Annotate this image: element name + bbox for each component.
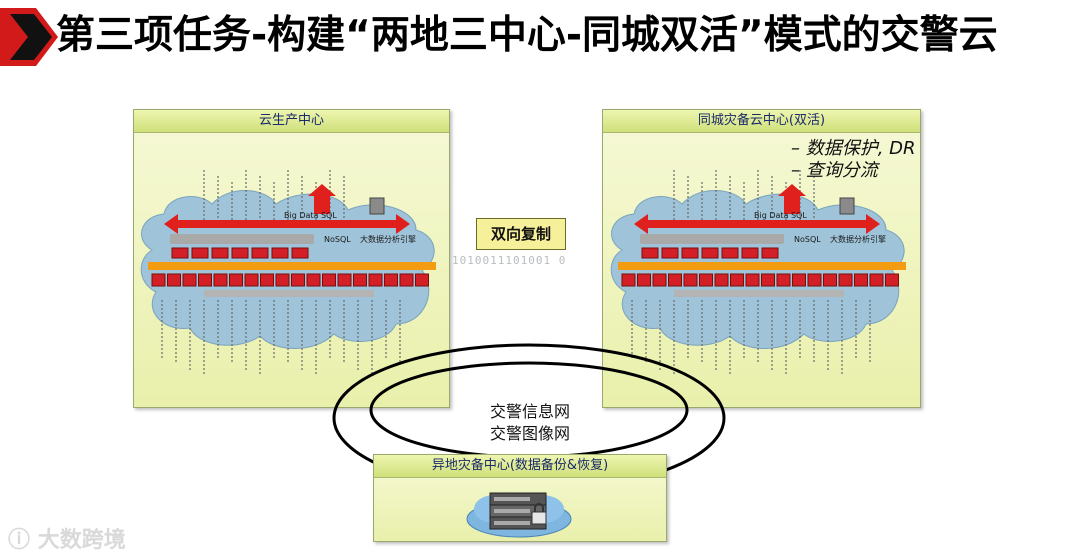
up-arrow-icon (778, 184, 806, 214)
storage-block (353, 273, 367, 287)
storage-block (368, 273, 383, 287)
watermark: ⓘ 大数跨境 (8, 522, 126, 554)
up-arrow-icon (308, 184, 336, 214)
storage-block (761, 273, 775, 287)
storage-block (741, 247, 759, 259)
storage-block (271, 247, 289, 259)
storage-block (415, 273, 429, 287)
remote-dr-header: 异地灾备中心(数据备份&恢复) (374, 455, 666, 478)
arrow-head-left-icon (634, 214, 648, 234)
same-city-dr-panel: 同城灾备云中心(双活) Big Data SQL NoSQL 大数据分析引擎 – 数… (602, 109, 921, 408)
dr-note-protection: – 数据保护, DR (791, 138, 916, 159)
storage-block (721, 247, 739, 259)
nosql-label: NoSQL (794, 235, 821, 244)
storage-block (229, 273, 243, 287)
title-bar: 第三项任务-构建“两地三中心-同城双活”模式的交警云 (0, 0, 1080, 82)
remote-dr-panel: 异地灾备中心(数据备份&恢复) (373, 454, 667, 542)
production-center-panel: 云生产中心 Big Data SQL NoSQL 大数据分析引擎 (133, 109, 450, 408)
server-icon (839, 197, 855, 215)
analytics-engine-label: 大数据分析引擎 (830, 234, 886, 244)
storage-block (652, 273, 667, 287)
storage-block (730, 273, 744, 287)
arrow-head-left-icon (164, 214, 178, 234)
watermark-text: 大数跨境 (37, 528, 126, 553)
infrastructure-band (674, 290, 844, 297)
server-icon (369, 197, 385, 215)
storage-block (399, 273, 414, 287)
storage-block (854, 273, 868, 287)
arrow-head-right-icon (866, 214, 880, 234)
storage-block (244, 273, 259, 287)
storage-block (701, 247, 719, 259)
storage-block (807, 273, 822, 287)
storage-block (621, 273, 636, 287)
storage-block (661, 247, 679, 259)
storage-block (251, 247, 269, 259)
storage-block (714, 273, 729, 287)
storage-block (761, 247, 779, 259)
storage-block (745, 273, 760, 287)
storage-block (151, 273, 166, 287)
replication-binary-stream: 1010011101001 0 (452, 254, 567, 267)
storage-block (384, 273, 398, 287)
infrastructure-band (204, 290, 374, 297)
storage-block (838, 273, 853, 287)
backup-storage-graphic (466, 492, 572, 538)
storage-block (182, 273, 197, 287)
storage-block (322, 273, 336, 287)
storage-block (699, 273, 713, 287)
network-label-image: 交警图像网 (489, 424, 570, 443)
nosql-label: NoSQL (324, 235, 351, 244)
storage-block (291, 273, 305, 287)
data-flow-arrow (644, 220, 870, 228)
page-title: 第三项任务-构建“两地三中心-同城双活”模式的交警云 (56, 13, 998, 58)
replication-label: 双向复制 (476, 218, 566, 250)
same-city-dr-header: 同城灾备云中心(双活) (603, 110, 920, 133)
storage-block (792, 273, 806, 287)
title-arrow-icon (0, 8, 58, 66)
storage-block (260, 273, 274, 287)
production-center-header: 云生产中心 (134, 110, 449, 133)
storage-block (171, 247, 189, 259)
data-flow-arrow (174, 220, 400, 228)
arrow-head-right-icon (396, 214, 410, 234)
dr-notes: – 数据保护, DR – 查询分流 (791, 138, 916, 182)
storage-block (213, 273, 228, 287)
storage-block (167, 273, 181, 287)
cloud-architecture-graphic: Big Data SQL NoSQL 大数据分析引擎 (140, 170, 436, 376)
watermark-logo-icon: ⓘ (8, 528, 31, 553)
network-label-info: 交警信息网 (489, 402, 570, 421)
storage-block (231, 247, 249, 259)
storage-block (681, 247, 699, 259)
dr-note-query: – 查询分流 (791, 160, 878, 181)
storage-block (869, 273, 884, 287)
data-integration-band (618, 262, 906, 270)
storage-block (198, 273, 212, 287)
big-data-sql-label: Big Data SQL (284, 211, 337, 220)
storage-block (885, 273, 899, 287)
storage-block (337, 273, 352, 287)
storage-block (776, 273, 791, 287)
storage-block (191, 247, 209, 259)
data-integration-band (148, 262, 436, 270)
saas-layer-band (170, 234, 314, 244)
storage-block (637, 273, 651, 287)
storage-block (683, 273, 698, 287)
storage-block (668, 273, 682, 287)
storage-block (211, 247, 229, 259)
storage-block (823, 273, 837, 287)
saas-layer-band (640, 234, 784, 244)
storage-block (275, 273, 290, 287)
analytics-engine-label: 大数据分析引擎 (360, 234, 416, 244)
storage-block (306, 273, 321, 287)
storage-block (641, 247, 659, 259)
big-data-sql-label: Big Data SQL (754, 211, 807, 220)
cloud-architecture-graphic: Big Data SQL NoSQL 大数据分析引擎 (610, 170, 906, 376)
storage-block (291, 247, 309, 259)
